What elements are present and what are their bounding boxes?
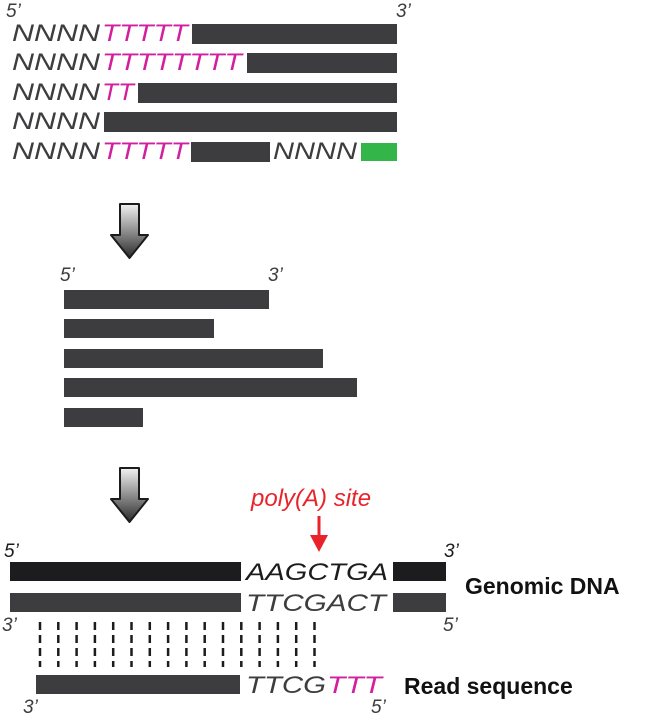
- read-prefix: NNNN: [12, 108, 101, 135]
- read-sequence-title: Read sequence: [404, 673, 573, 699]
- read-mid-n: NNNN: [273, 138, 358, 165]
- genomic-top-sequence: AAGCTGA: [244, 559, 388, 586]
- raw-read-3: NNNN TT: [12, 79, 397, 106]
- label-3prime-middle: 3’: [268, 265, 284, 286]
- label-5prime-top: 5’: [6, 1, 22, 22]
- genomic-bottom-strand-left: [10, 593, 241, 612]
- adapter-bar: [361, 143, 397, 161]
- read-prefix: NNNN: [12, 20, 101, 47]
- trimmed-read-bar: [64, 349, 323, 368]
- read-sequence-bar: [36, 675, 240, 694]
- genomic-dna-title: Genomic DNA: [465, 573, 620, 599]
- read-polyt: TTTTT: [102, 138, 191, 165]
- down-arrow-icon: [110, 203, 149, 259]
- read-body-bar: [192, 24, 397, 44]
- alignment-dash-lines: [38, 622, 316, 667]
- raw-reads-panel: 5’ 3’ NNNN TTTTT NNNN TTTTTTTT NNNN TT N…: [6, 1, 412, 165]
- read-body-bar: [247, 53, 397, 73]
- genomic-bottom-strand-right: [393, 593, 446, 612]
- label-5prime-middle: 5’: [60, 265, 76, 286]
- genomic-top-strand-right: [393, 562, 446, 581]
- trimmed-read-bar: [64, 290, 269, 309]
- raw-read-4: NNNN: [12, 108, 397, 135]
- read-prefix: NNNN: [12, 79, 101, 106]
- genomic-bottom-5prime: 5’: [443, 615, 459, 636]
- trimmed-reads-panel: 5’ 3’: [60, 265, 357, 427]
- read-polyt: TT: [102, 79, 137, 106]
- poly-a-site-label: poly(A) site: [250, 485, 371, 512]
- raw-read-2: NNNN TTTTTTTT: [12, 49, 397, 76]
- genomic-top-5prime: 5’: [4, 541, 20, 562]
- genomic-top-strand-left: [10, 562, 241, 581]
- poly-a-site-arrow-icon: [310, 516, 328, 552]
- genomic-top-3prime: 3’: [444, 541, 460, 562]
- read-body-bar: [104, 112, 397, 132]
- genomic-bottom-sequence: TTCGACT: [246, 590, 389, 617]
- read-prefix: NNNN: [12, 49, 101, 76]
- trimmed-read-bar: [64, 378, 357, 397]
- down-arrow-icon: [110, 467, 149, 523]
- read-prefix: NNNN: [12, 138, 101, 165]
- alignment-panel: poly(A) site 5’ 3’ AAGCTGA Genomic DNA T…: [2, 485, 620, 714]
- genomic-bottom-3prime: 3’: [2, 615, 18, 636]
- read-sequence-bases: TTCG: [246, 672, 326, 699]
- trimmed-read-bar: [64, 319, 214, 338]
- read-5prime: 5’: [371, 697, 387, 714]
- read-polyt: TTTTT: [102, 20, 191, 47]
- read-3prime: 3’: [23, 697, 39, 714]
- trimmed-read-bar: [64, 408, 143, 427]
- read-body-bar: [138, 83, 397, 103]
- read-body-bar: [191, 142, 270, 162]
- read-polyt: TTTTTTTT: [102, 49, 245, 76]
- read-sequence-polyt: TTT: [327, 672, 385, 699]
- label-3prime-top: 3’: [396, 1, 412, 22]
- raw-read-5: NNNN TTTTT NNNN: [12, 138, 397, 165]
- raw-read-1: NNNN TTTTT: [12, 20, 397, 47]
